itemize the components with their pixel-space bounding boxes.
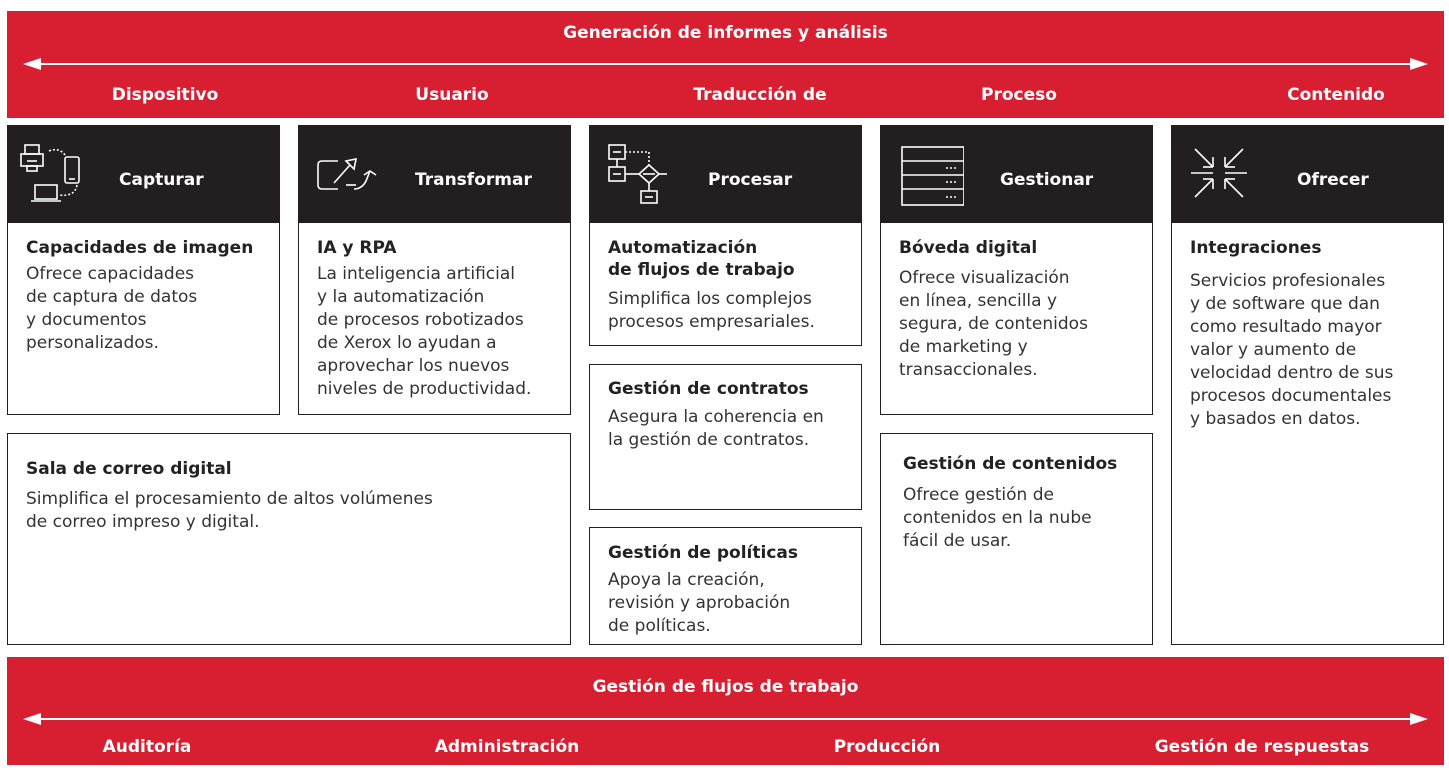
card-gestion-contratos: Gestión de contratos Asegura la coherenc…	[589, 364, 862, 510]
header-capturar: Capturar	[7, 125, 280, 222]
band-label-administracion: Administración	[434, 737, 580, 757]
card-description: Asegura la coherencia en la gestión de c…	[608, 407, 824, 450]
reporting-analytics-band: Generación de informes y análisis Dispos…	[7, 11, 1444, 118]
card-ia-rpa: IA y RPA La inteligencia artificial y la…	[298, 222, 571, 415]
card-description: Servicios profesionales y de software qu…	[1190, 271, 1394, 429]
card-integraciones: Integraciones Servicios profesionales y …	[1171, 222, 1444, 645]
band-label-gestion-respuestas: Gestión de respuestas	[1154, 737, 1370, 757]
card-boveda-digital: Bóveda digital Ofrece visualización en l…	[880, 222, 1153, 415]
flowchart-icon	[608, 144, 667, 204]
band-label-proceso: Proceso	[981, 85, 1057, 105]
workflow-management-band: Gestión de flujos de trabajo Auditoría A…	[7, 657, 1444, 765]
card-automatizacion-flujos: Automatización de flujos de trabajo Simp…	[589, 222, 862, 346]
card-title: Integraciones	[1190, 238, 1322, 258]
card-description: La inteligencia artificial y la automati…	[317, 264, 532, 399]
band-label-produccion: Producción	[833, 737, 941, 757]
band-label-auditoria: Auditoría	[102, 737, 192, 757]
header-gestionar: Gestionar	[880, 125, 1153, 222]
card-sala-correo-digital: Sala de correo digital Simplifica el pro…	[7, 433, 571, 645]
card-title: Capacidades de imagen	[26, 238, 254, 258]
column-title-ofrecer: Ofrecer	[1297, 170, 1369, 190]
card-title: Sala de correo digital	[26, 459, 232, 479]
transform-arrows-icon	[317, 157, 377, 190]
card-gestion-contenidos: Gestión de contenidos Ofrece gestión de …	[880, 433, 1153, 645]
header-procesar: Procesar	[589, 125, 862, 222]
column-title-gestionar: Gestionar	[1000, 170, 1094, 190]
band-label-dispositivo: Dispositivo	[111, 85, 219, 105]
card-title: Gestión de contenidos	[903, 454, 1118, 474]
column-title-transformar: Transformar	[415, 170, 532, 190]
double-arrow-icon	[23, 58, 1428, 70]
card-title: IA y RPA	[317, 238, 397, 258]
column-title-procesar: Procesar	[708, 170, 793, 190]
card-description: Simplifica los complejos procesos empres…	[608, 289, 815, 332]
band-title: Generación de informes y análisis	[563, 23, 888, 43]
header-transformar: Transformar	[298, 125, 571, 222]
card-title: Gestión de políticas	[608, 543, 798, 563]
band-title: Gestión de flujos de trabajo	[592, 677, 859, 697]
column-title-capturar: Capturar	[119, 170, 204, 190]
card-gestion-politicas: Gestión de políticas Apoya la creación, …	[589, 527, 862, 645]
card-capacidades-imagen: Capacidades de imagen Ofrece capacidades…	[7, 222, 280, 415]
header-ofrecer: Ofrecer	[1171, 125, 1444, 222]
card-description: Ofrece visualización en línea, sencilla …	[899, 268, 1088, 380]
devices-icon	[20, 144, 80, 202]
card-title: Bóveda digital	[899, 238, 1038, 258]
band-label-usuario: Usuario	[415, 85, 489, 105]
card-description: Simplifica el procesamiento de altos vol…	[26, 489, 433, 532]
card-description: Ofrece capacidades de captura de datos y…	[26, 264, 198, 353]
band-label-traduccion: Traducción de	[693, 85, 827, 105]
band-label-contenido: Contenido	[1287, 85, 1385, 105]
card-description: Ofrece gestión de contenidos en la nube …	[903, 485, 1092, 551]
card-title: Automatización de flujos de trabajo	[608, 238, 795, 280]
card-description: Apoya la creación, revisión y aprobación…	[608, 570, 791, 636]
double-arrow-icon	[23, 713, 1428, 725]
server-stack-icon	[901, 146, 964, 206]
burst-arrows-icon	[1191, 148, 1247, 198]
card-title: Gestión de contratos	[608, 379, 809, 399]
